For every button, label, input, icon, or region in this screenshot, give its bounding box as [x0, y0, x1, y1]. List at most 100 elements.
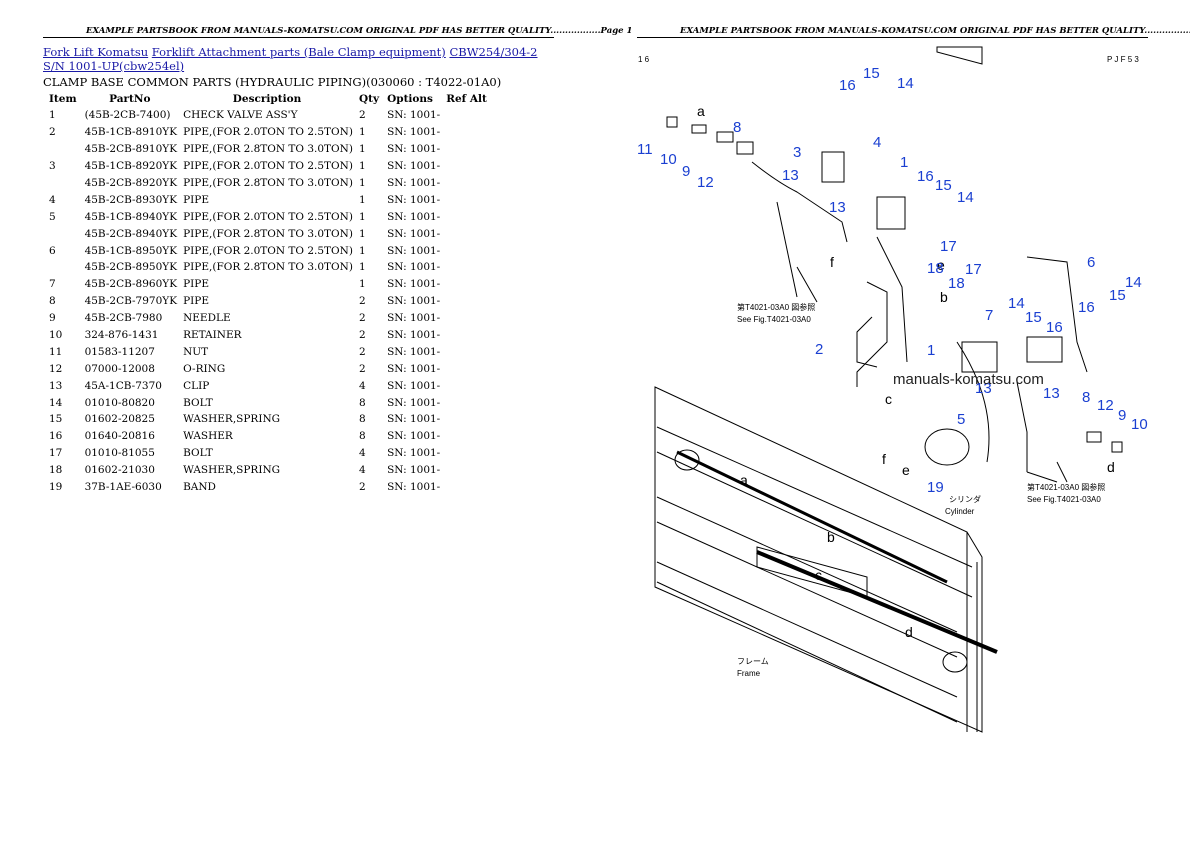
cell-qty: 1 — [358, 278, 366, 291]
callout-13: 13 — [829, 199, 846, 216]
page2-header-rule — [637, 37, 1148, 38]
cell-partno: 01583-11207 — [84, 345, 155, 358]
header-description: Description — [232, 93, 302, 105]
cell-ref-alt — [442, 377, 491, 394]
cell-ref-alt — [442, 141, 491, 158]
cell-ref-alt — [442, 343, 491, 360]
parts-table: Item PartNo Description Qty Options Ref … — [43, 91, 491, 495]
cell-partno: 45B-1CB-8910YK — [84, 126, 178, 139]
cell-item: 6 — [49, 244, 56, 257]
cell-qty: 2 — [358, 481, 366, 494]
cell-description: BOLT — [183, 447, 213, 460]
cylinder-label-jp: シリンダ — [949, 494, 981, 504]
cell-description: NUT — [183, 345, 209, 358]
header-item: Item — [49, 93, 77, 105]
callout-17: 17 — [965, 261, 982, 278]
cell-description: PIPE,(FOR 2.8TON TO 3.0TON) — [183, 261, 353, 274]
cell-description: O-RING — [183, 362, 226, 375]
callout-1: 1 — [927, 342, 935, 359]
callout-15: 15 — [935, 177, 952, 194]
callout-16: 16 — [839, 77, 856, 94]
callout-15: 15 — [863, 65, 880, 82]
cell-options: SN: 1001- — [387, 295, 441, 308]
diagram-corner-left: 1 6 — [638, 55, 650, 64]
cell-options: SN: 1001- — [387, 160, 441, 173]
label-b-1: b — [940, 289, 948, 305]
cell-options: SN: 1001- — [387, 177, 441, 189]
cell-item: 7 — [49, 278, 56, 291]
callout-14: 14 — [1008, 295, 1025, 312]
cell-item — [43, 175, 81, 192]
cell-partno: 45B-1CB-8920YK — [84, 160, 178, 173]
callout-17: 17 — [940, 238, 957, 255]
breadcrumb-link-attachment-parts[interactable]: Forklift Attachment parts (Bale Clamp eq… — [151, 45, 446, 59]
callout-10: 10 — [660, 151, 677, 168]
table-header-row: Item PartNo Description Qty Options Ref … — [43, 91, 491, 107]
callout-15: 15 — [1025, 309, 1042, 326]
cell-item: 2 — [49, 126, 56, 139]
cell-partno: 45B-2CB-8910YK — [84, 143, 178, 156]
breadcrumb-link-forklift[interactable]: Fork Lift Komatsu — [43, 45, 149, 59]
callout-12: 12 — [1097, 397, 1114, 414]
callout-18: 18 — [927, 260, 944, 277]
cell-ref-alt — [442, 242, 491, 259]
callout-2: 2 — [815, 341, 823, 358]
cell-qty: 1 — [358, 193, 366, 206]
callout-6: 6 — [1087, 254, 1095, 271]
cell-options: SN: 1001- — [387, 143, 441, 156]
callout-8: 8 — [1082, 389, 1090, 406]
label-c-1: c — [885, 391, 892, 407]
ref-note-1-en: See Fig.T4021-03A0 — [737, 315, 811, 324]
label-e-2: e — [902, 462, 910, 478]
cell-item — [43, 141, 81, 158]
callout-11: 11 — [637, 141, 653, 158]
cell-ref-alt — [442, 276, 491, 293]
header-options: Options — [387, 93, 433, 105]
cell-qty: 4 — [358, 447, 366, 460]
cell-item: 17 — [49, 447, 63, 460]
cell-qty: 4 — [358, 379, 366, 392]
cell-partno: 45B-2CB-7970YK — [84, 295, 178, 308]
frame-label-en: Frame — [737, 669, 761, 678]
cell-qty: 2 — [358, 109, 366, 122]
cell-description: PIPE — [183, 193, 210, 206]
cell-item: 8 — [49, 295, 56, 308]
cell-description: PIPE,(FOR 2.8TON TO 3.0TON) — [183, 177, 353, 189]
cell-item: 16 — [49, 430, 63, 443]
cell-partno: 45B-2CB-8920YK — [84, 177, 178, 189]
cell-options: SN: 1001- — [387, 312, 441, 325]
cell-options: SN: 1001- — [387, 126, 441, 139]
cell-ref-alt — [442, 259, 491, 276]
callout-13: 13 — [1043, 385, 1060, 402]
callout-18: 18 — [948, 275, 965, 292]
cell-options: SN: 1001- — [387, 244, 441, 257]
diagram-corner-right: P J F 5 3 — [1107, 55, 1139, 64]
cell-description: WASHER,SPRING — [183, 413, 281, 426]
page1-header: EXAMPLE PARTSBOOK FROM MANUALS-KOMATSU.C… — [86, 26, 633, 36]
cell-ref-alt — [442, 411, 491, 428]
cell-item — [43, 225, 81, 242]
cell-partno: 45B-2CB-8930YK — [84, 193, 178, 206]
cell-partno: 01010-80820 — [84, 396, 155, 409]
table-row: 45B-2CB-8920YK PIPE,(FOR 2.8TON TO 3.0TON… — [43, 175, 491, 192]
cell-description: PIPE,(FOR 2.8TON TO 3.0TON) — [183, 227, 353, 240]
label-a-2: a — [740, 472, 748, 488]
cell-partno: 45B-2CB-7980 — [84, 312, 163, 325]
page2-header: EXAMPLE PARTSBOOK FROM MANUALS-KOMATSU.C… — [680, 26, 1190, 36]
callout-13: 13 — [975, 380, 992, 397]
cell-ref-alt — [442, 208, 491, 225]
cell-qty: 8 — [358, 413, 366, 426]
callout-16: 16 — [1046, 319, 1063, 336]
breadcrumb-link-model[interactable]: CBW254/304-2 S/N 1001-UP(cbw254el) — [43, 45, 538, 73]
